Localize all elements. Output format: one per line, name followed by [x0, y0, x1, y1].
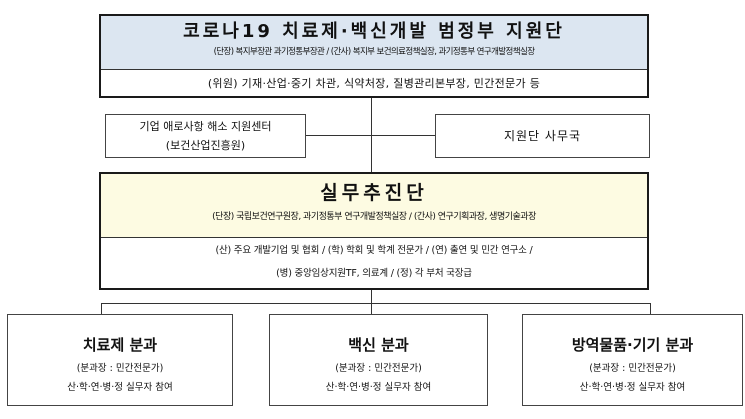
task-force-title: 코로나19 치료제·백신개발 범정부 지원단: [183, 21, 565, 42]
task-force-leadership: (단장) 복지부장관 과기정통부장관 / (간사) 복지부 보건의료정책실장, …: [213, 47, 535, 57]
working-group-leadership: (단장) 국립보건연구원장, 과기정통부 연구개발정책실장 / (간사) 연구기…: [212, 212, 536, 222]
connector-support-right: [371, 135, 435, 136]
division-participants: 산·학·연·병·정 실무자 참여: [67, 382, 173, 393]
working-group-header: 실무추진단 (단장) 국립보건연구원장, 과기정통부 연구개발정책실장 / (간…: [101, 174, 647, 238]
division-participants: 산·학·연·병·정 실무자 참여: [579, 382, 686, 393]
division-title: 방역물품·기기 분과: [571, 336, 694, 354]
task-force-box: 코로나19 치료제·백신개발 범정부 지원단 (단장) 복지부장관 과기정통부장…: [99, 14, 649, 98]
task-force-header: 코로나19 치료제·백신개발 범정부 지원단 (단장) 복지부장관 과기정통부장…: [101, 16, 647, 70]
secretariat-box: 지원단 사무국: [435, 114, 650, 158]
business-support-center-box: 기업 애로사항 해소 지원센터 (보건산업진흥원): [105, 114, 306, 158]
division-chair: (분과장 : 민간전문가): [589, 363, 676, 374]
division-chair: (분과장 : 민간전문가): [335, 363, 422, 374]
working-group-members-line2: (병) 중앙임상지원TF, 의료계 / (정) 각 부처 국장급: [276, 268, 472, 279]
connector-branch-right: [650, 303, 651, 314]
task-force-members: (위원) 기재·산업·중기 차관, 식약처장, 질병관리본부장, 민간전문가 등: [207, 77, 541, 90]
working-group-members: (산) 주요 개발기업 및 협회 / (학) 학회 및 학계 전문가 / (연)…: [101, 238, 647, 288]
division-vaccine-box: 백신 분과 (분과장 : 민간전문가) 산·학·연·병·정 실무자 참여: [269, 314, 488, 406]
working-group-title: 실무추진단: [320, 182, 428, 204]
division-quarantine-supplies-box: 방역물품·기기 분과 (분과장 : 민간전문가) 산·학·연·병·정 실무자 참…: [522, 314, 743, 406]
division-title: 백신 분과: [348, 336, 409, 354]
division-participants: 산·학·연·병·정 실무자 참여: [325, 382, 432, 393]
division-chair: (분과장 : 민간전문가): [76, 363, 164, 374]
connector-support-left: [306, 135, 371, 136]
working-group-box: 실무추진단 (단장) 국립보건연구원장, 과기정통부 연구개발정책실장 / (간…: [99, 172, 649, 290]
business-support-center-org: (보건산업진흥원): [165, 139, 246, 152]
secretariat-label: 지원단 사무국: [503, 129, 582, 143]
connector-branch-horizontal: [101, 303, 651, 304]
working-group-members-line1: (산) 주요 개발기업 및 협회 / (학) 학회 및 학계 전문가 / (연)…: [215, 245, 533, 256]
connector-branch-center: [371, 303, 372, 314]
connector-branch-left: [101, 303, 102, 314]
business-support-center-name: 기업 애로사항 해소 지원센터: [139, 120, 272, 133]
division-title: 치료제 분과: [82, 336, 158, 354]
connector-middle-to-branch: [371, 290, 372, 304]
division-therapeutics-box: 치료제 분과 (분과장 : 민간전문가) 산·학·연·병·정 실무자 참여: [7, 314, 233, 406]
